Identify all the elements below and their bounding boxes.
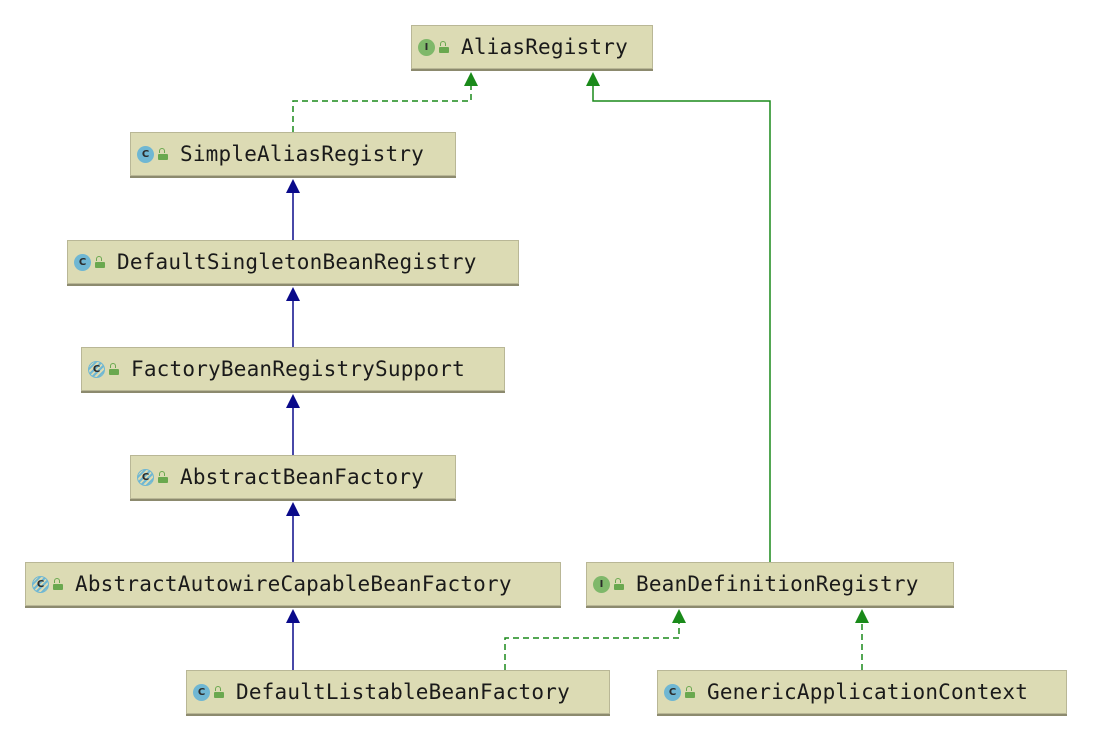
edge-extends-default-listable-bean-factory-to-abstract-autowire-capable-bean-factory [286, 609, 300, 670]
edge-implements-simple-alias-registry-to-alias-registry [292, 72, 478, 132]
public-lock-icon [214, 686, 224, 698]
node-abstract-autowire-capable-bean-factory[interactable]: C AbstractAutowireCapableBeanFactory [25, 562, 561, 606]
arrowhead-icon [286, 394, 300, 408]
node-generic-application-context[interactable]: C GenericApplicationContext [657, 670, 1067, 714]
abstract-class-icon: C [32, 575, 49, 593]
node-label: DefaultSingletonBeanRegistry [117, 250, 477, 274]
abstract-class-icon: C [137, 468, 154, 486]
public-lock-icon [685, 686, 695, 698]
arrowhead-icon [672, 609, 686, 623]
node-label: SimpleAliasRegistry [180, 142, 425, 166]
edge-line [292, 84, 472, 132]
node-default-listable-bean-factory[interactable]: C DefaultListableBeanFactory [186, 670, 610, 714]
node-default-singleton-bean-registry[interactable]: C DefaultSingletonBeanRegistry [67, 240, 519, 284]
node-label: AbstractBeanFactory [180, 465, 425, 489]
edge-extends-default-singleton-bean-registry-to-simple-alias-registry [286, 179, 300, 240]
edge-extends-abstract-bean-factory-to-factory-bean-registry-support [286, 394, 300, 455]
public-lock-icon [53, 578, 63, 590]
public-lock-icon [109, 363, 119, 375]
class-icon: C [193, 683, 210, 701]
interface-icon: I [593, 575, 610, 593]
class-icon: C [137, 145, 154, 163]
node-bean-definition-registry[interactable]: I BeanDefinitionRegistry [586, 562, 954, 606]
node-label: AbstractAutowireCapableBeanFactory [75, 572, 512, 596]
arrowhead-icon [286, 179, 300, 193]
public-lock-icon [95, 256, 105, 268]
edge-extends-abstract-autowire-capable-bean-factory-to-abstract-bean-factory [286, 502, 300, 562]
node-label: FactoryBeanRegistrySupport [131, 357, 465, 381]
node-alias-registry[interactable]: I AliasRegistry [411, 25, 653, 69]
arrowhead-icon [586, 72, 600, 86]
node-label: GenericApplicationContext [707, 680, 1029, 704]
public-lock-icon [158, 471, 168, 483]
edge-implements-generic-application-context-to-bean-definition-registry [855, 609, 869, 670]
public-lock-icon [158, 148, 168, 160]
arrowhead-icon [286, 609, 300, 623]
arrowhead-icon [286, 502, 300, 516]
arrowhead-icon [464, 72, 478, 86]
interface-icon: I [418, 38, 435, 56]
edge-extends-interface-bean-definition-registry-to-alias-registry [586, 72, 771, 562]
edge-line [504, 621, 680, 670]
arrowhead-icon [286, 287, 300, 301]
node-factory-bean-registry-support[interactable]: C FactoryBeanRegistrySupport [81, 347, 505, 391]
edge-implements-default-listable-bean-factory-to-bean-definition-registry [504, 609, 686, 670]
node-label: BeanDefinitionRegistry [636, 572, 919, 596]
class-icon: C [664, 683, 681, 701]
node-abstract-bean-factory[interactable]: C AbstractBeanFactory [130, 455, 456, 499]
edge-line [592, 84, 771, 562]
public-lock-icon [614, 578, 624, 590]
node-simple-alias-registry[interactable]: C SimpleAliasRegistry [130, 132, 456, 176]
class-icon: C [74, 253, 91, 271]
public-lock-icon [439, 41, 449, 53]
abstract-class-icon: C [88, 360, 105, 378]
node-label: DefaultListableBeanFactory [236, 680, 570, 704]
arrowhead-icon [855, 609, 869, 623]
node-label: AliasRegistry [461, 35, 628, 59]
edge-extends-factory-bean-registry-support-to-default-singleton-bean-registry [286, 287, 300, 347]
